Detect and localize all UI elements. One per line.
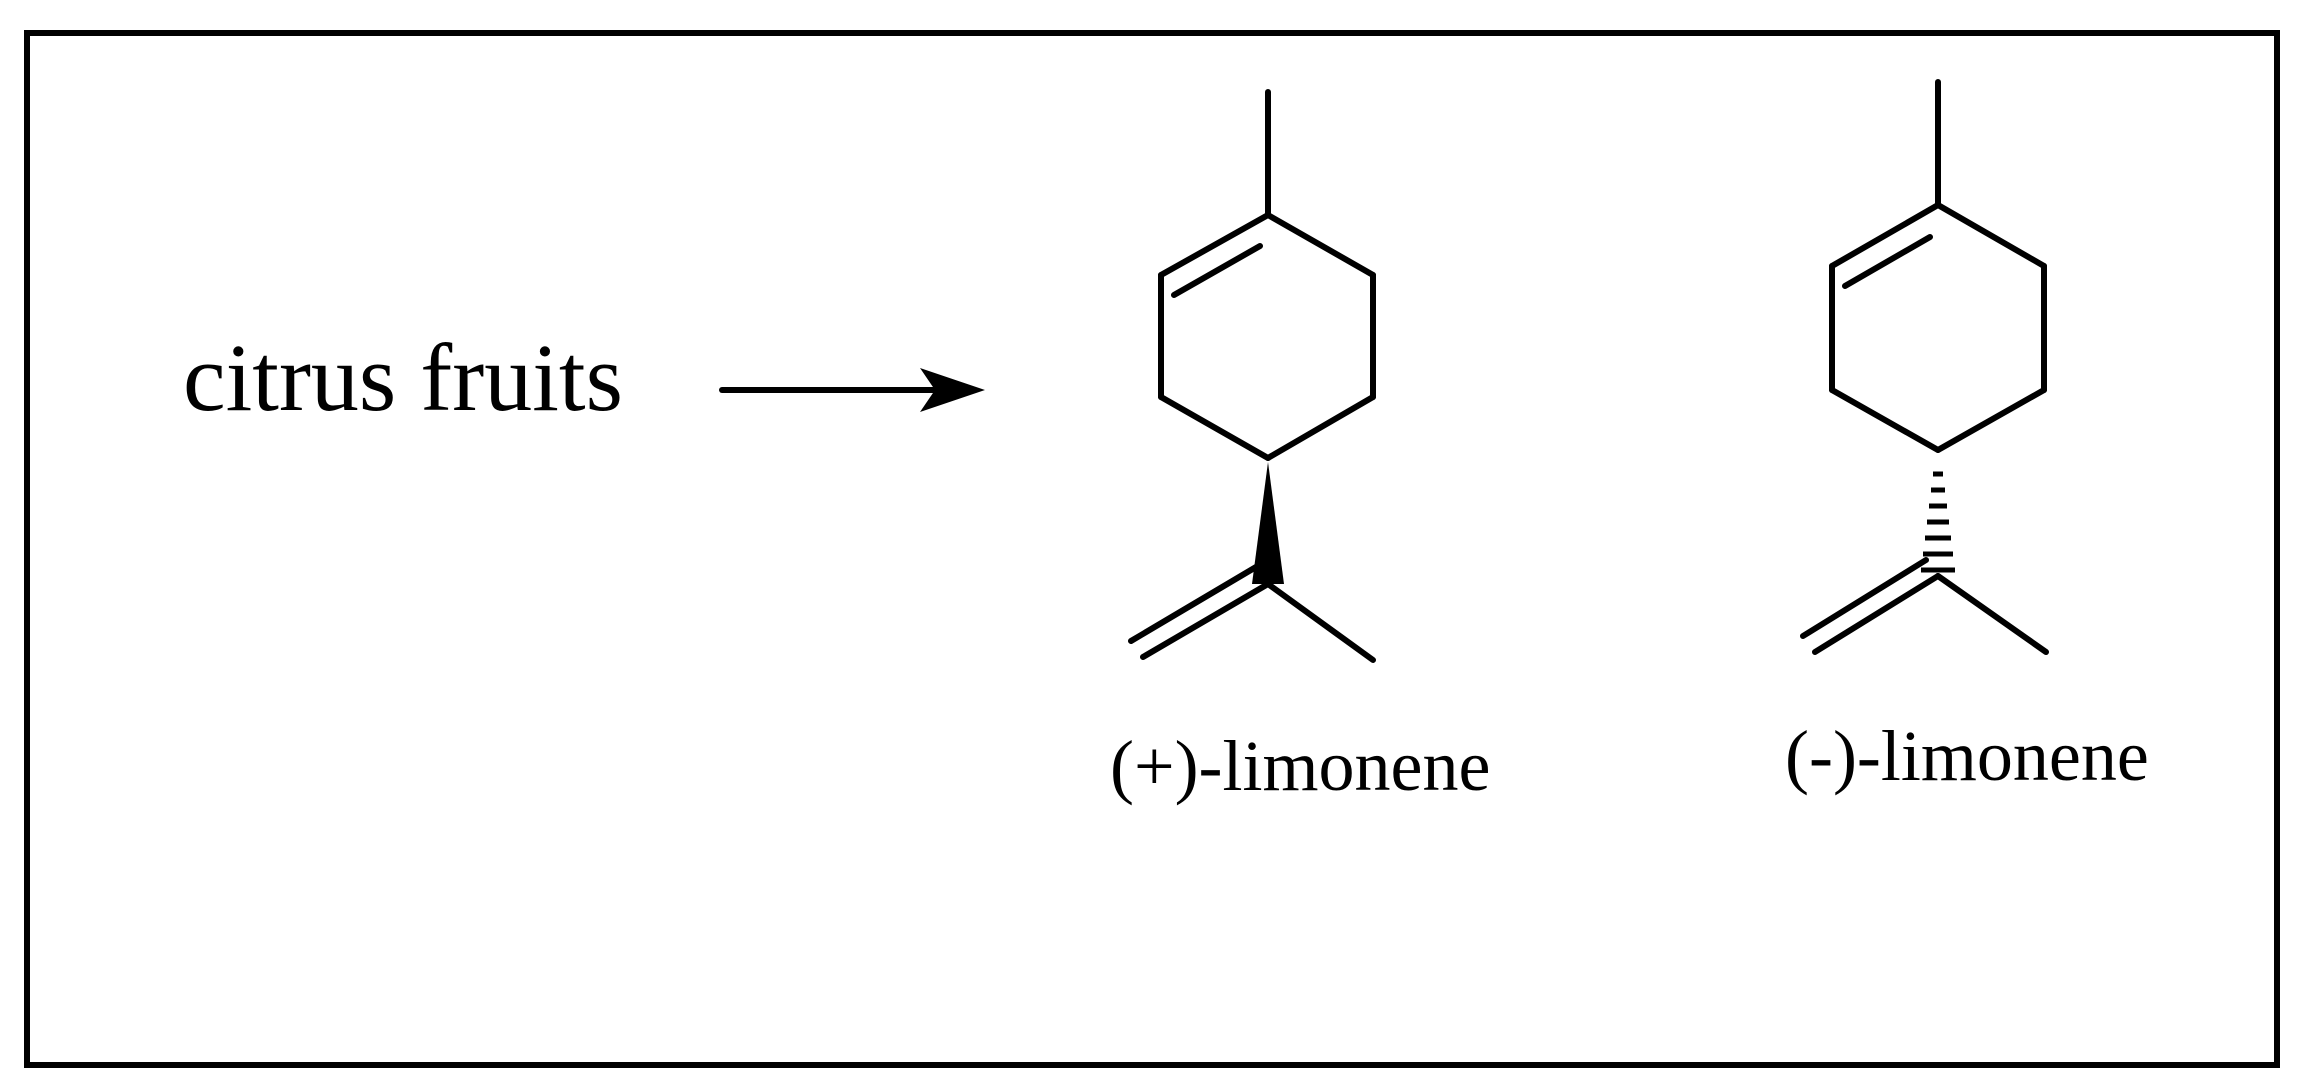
diagram-frame — [24, 30, 2280, 1068]
source-label: citrus fruits — [183, 324, 623, 431]
hash-bond — [1921, 471, 1955, 573]
minus-limonene-label: (-)-limonene — [1785, 716, 2149, 796]
minus-limonene-structure — [1800, 79, 2049, 655]
plus-limonene-structure — [1128, 89, 1376, 663]
source-arrow — [719, 368, 985, 412]
plus-limonene-label: (+)-limonene — [1110, 726, 1490, 806]
wedge-bond — [1252, 462, 1284, 584]
